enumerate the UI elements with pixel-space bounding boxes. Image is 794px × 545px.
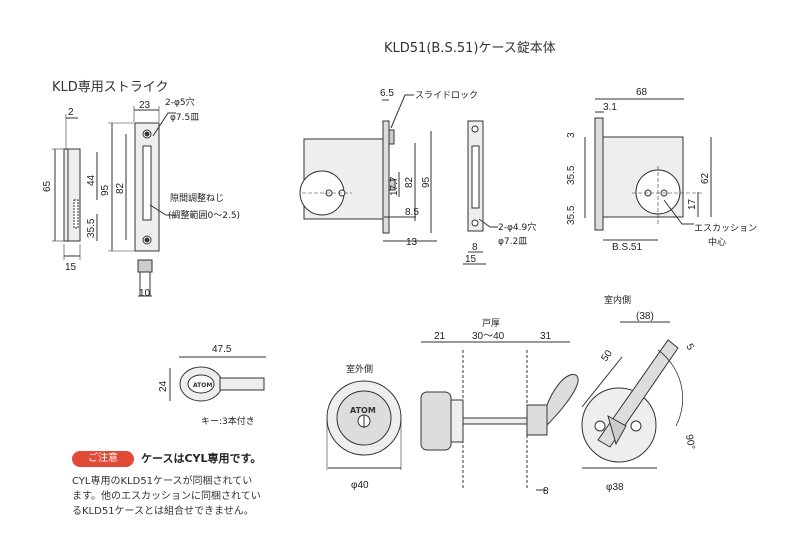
- door-dim-21: 21: [434, 331, 446, 342]
- body-hole-sub: φ7.2皿: [498, 237, 527, 247]
- notice-line-2: ます。他のエスカッションに同梱されてい: [72, 491, 261, 502]
- body-dim-15: 15: [465, 254, 477, 265]
- escutcheon-sub: 中心: [708, 236, 726, 248]
- strike-adjust-sub: (調整範囲0～2.5): [168, 209, 240, 221]
- body-title: KLD51(B.S.51)ケース錠本体: [384, 41, 556, 56]
- strike-dim-15: 15: [65, 262, 77, 273]
- face-plate-drawing: [463, 120, 498, 265]
- body-dim-17-7: 17.7: [389, 176, 400, 196]
- door-dim-30-40: 30～40: [472, 331, 505, 342]
- thumbturn-dim-38: (38): [636, 311, 654, 322]
- side-dim-35-5-bottom: 35.5: [566, 205, 577, 225]
- body-dim-95: 95: [421, 176, 432, 188]
- body-dim-82: 82: [404, 176, 415, 188]
- side-dim-68: 68: [636, 87, 648, 98]
- key-dim-47-5: 47.5: [212, 344, 232, 355]
- cylinder-outside-drawing: [326, 380, 402, 470]
- strike-dim-35-5: 35.5: [86, 218, 97, 238]
- cylinder-dim-40: φ40: [351, 480, 369, 491]
- side-dim-35-5-top: 35.5: [566, 165, 577, 185]
- body-dim-6-5: 6.5: [380, 88, 394, 99]
- key-dim-24: 24: [158, 380, 169, 392]
- strike-title: KLD専用ストライク: [52, 80, 169, 95]
- body-hole-label: 2-φ4.9穴: [498, 221, 536, 233]
- strike-drawing: [52, 106, 176, 297]
- outside-label: 室外側: [346, 363, 373, 375]
- side-dim-3: 3: [566, 132, 577, 138]
- door-section-drawing: [420, 341, 579, 491]
- key-brand: ATOM: [193, 382, 212, 389]
- strike-adjust-label: 隙間調整ねじ: [170, 192, 224, 204]
- strike-dim-10: 10: [139, 288, 151, 299]
- case-body-drawing: [299, 94, 437, 242]
- door-thickness-label: 戸厚: [482, 318, 500, 329]
- body-dim-8-5: 8.5: [405, 207, 419, 218]
- side-dim-17: 17: [687, 198, 698, 210]
- door-dim-31: 31: [540, 331, 552, 342]
- thumbturn-dim-38-dia: φ38: [606, 482, 624, 493]
- strike-dim-23: 23: [139, 100, 151, 111]
- strike-dim-95: 95: [100, 184, 111, 196]
- notice-line-3: るKLD51ケースとは組合せできません。: [72, 506, 254, 517]
- thumbturn-dim-90deg: 90°: [683, 434, 696, 451]
- notice-line-1: CYL専用のKLD51ケースが同梱されてい: [72, 476, 253, 487]
- side-dim-bs51: B.S.51: [612, 242, 642, 253]
- thumbturn-dim-50: 50: [599, 348, 615, 364]
- escutcheon-label: エスカッション: [694, 223, 757, 234]
- thumbturn-drawing: [581, 321, 684, 469]
- body-dim-13: 13: [406, 237, 418, 248]
- body-dim-8: 8: [472, 242, 478, 253]
- strike-dim-2: 2: [68, 107, 74, 118]
- strike-dim-82: 82: [115, 182, 126, 194]
- strike-dim-65: 65: [42, 180, 53, 192]
- slide-lock-label: スライドロック: [415, 90, 478, 101]
- notice-badge: ご注意: [72, 451, 134, 467]
- cylinder-brand: ATOM: [350, 406, 376, 415]
- key-caption: キー:3本付き: [201, 415, 255, 427]
- inside-label: 室内側: [604, 294, 631, 306]
- thumbturn-dim-5: 5: [683, 342, 696, 353]
- strike-hole-sub: φ7.5皿: [170, 113, 199, 123]
- strike-dim-44: 44: [86, 174, 97, 186]
- side-view-drawing: [584, 98, 712, 241]
- strike-hole-label: 2-φ5穴: [165, 96, 195, 108]
- side-dim-62: 62: [700, 172, 711, 184]
- door-dim-8: 8: [543, 486, 549, 497]
- side-dim-3-1: 3.1: [603, 102, 617, 113]
- notice-headline: ケースはCYL専用です。: [141, 452, 262, 465]
- key-drawing: [169, 356, 266, 402]
